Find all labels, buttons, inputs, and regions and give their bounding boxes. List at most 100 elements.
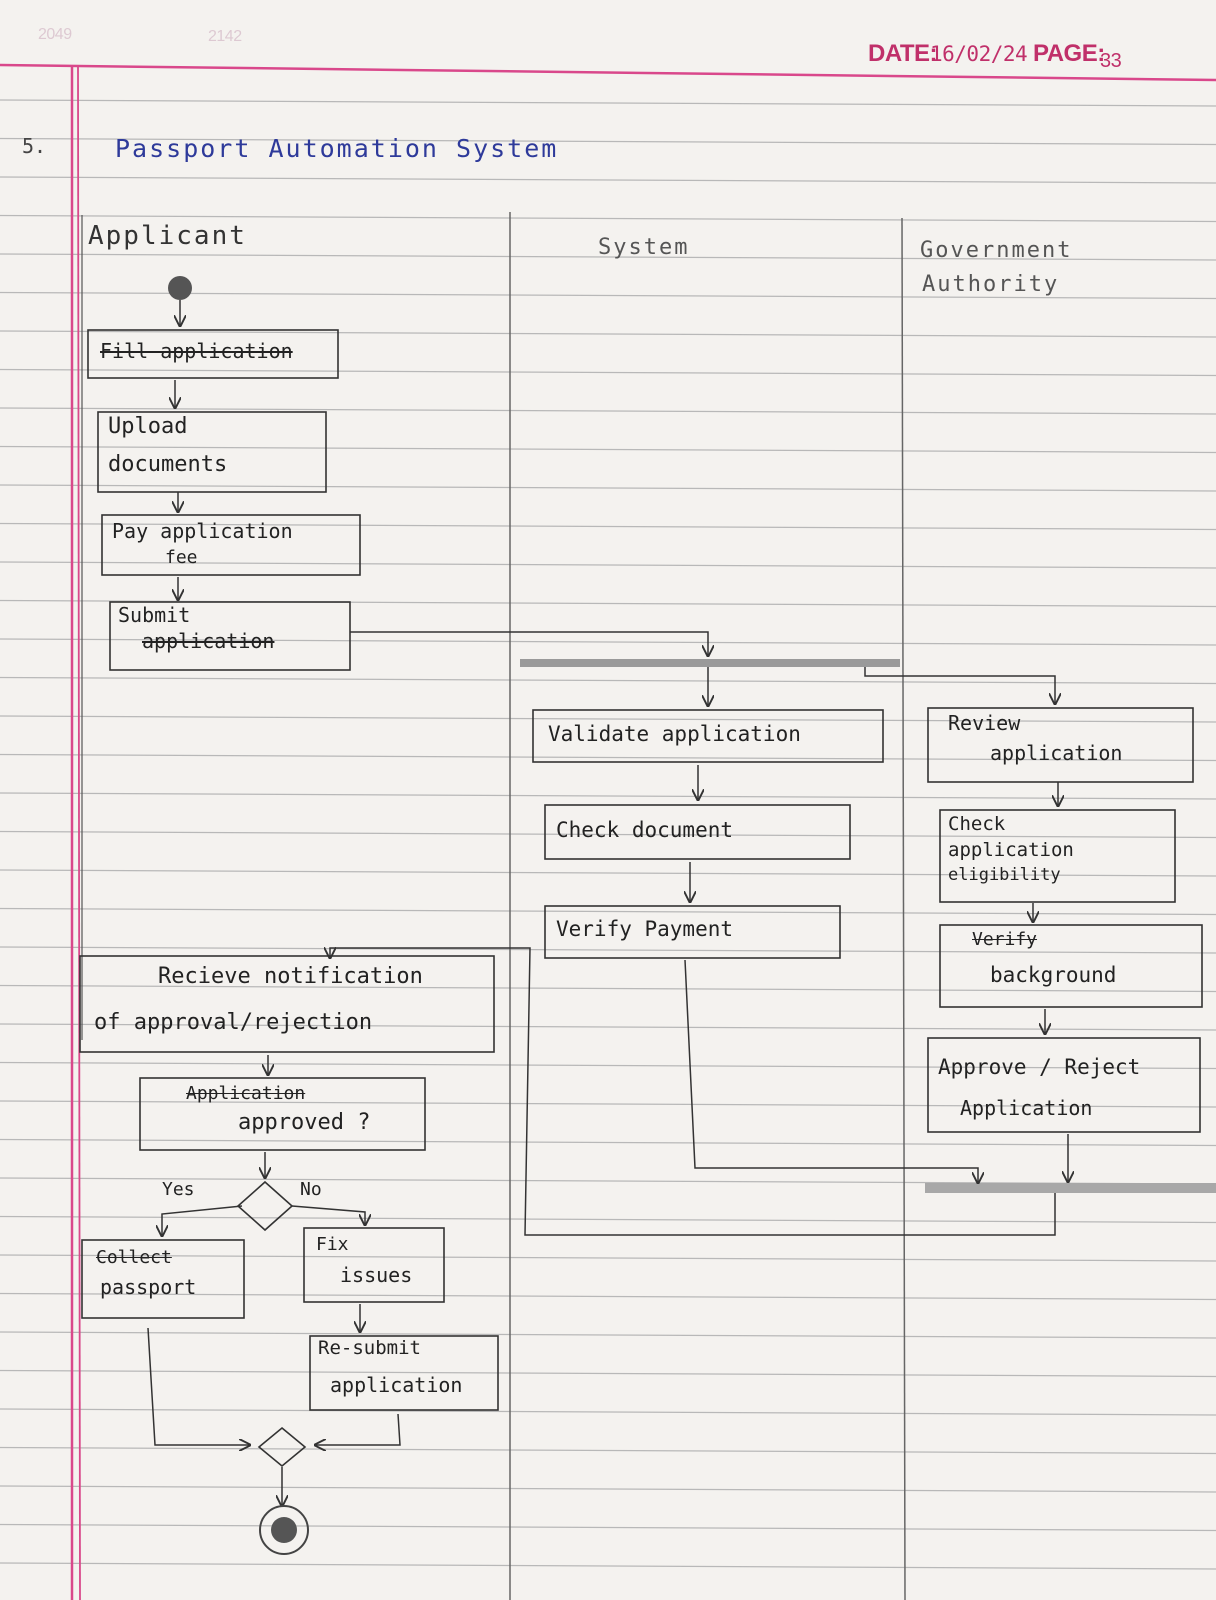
- label-collect-2: passport: [100, 1275, 197, 1299]
- label-fix-2: issues: [340, 1263, 413, 1287]
- label-upload-1: Upload: [108, 414, 188, 439]
- end-node-ring: [259, 1505, 309, 1555]
- faint-label-1: 2049: [38, 26, 72, 43]
- diagram-title: Passport Automation System: [115, 134, 559, 163]
- ruled-line: [0, 522, 1216, 531]
- arrow-verify-join: [684, 959, 978, 1183]
- label-collect-1: Collect: [96, 1247, 172, 1268]
- ruled-lines: [0, 99, 1216, 1570]
- box-collect-passport: [81, 1239, 245, 1319]
- ruled-line: [0, 792, 1216, 800]
- ruled-line: [0, 176, 1216, 184]
- ruled-line: [0, 330, 1216, 338]
- page-value: 33: [1100, 50, 1122, 72]
- ruled-line: [0, 715, 1216, 723]
- lane-government-2: Authority: [922, 272, 1060, 297]
- label-background-2: background: [990, 963, 1117, 987]
- box-verify-payment: [544, 905, 841, 959]
- box-validate-application: [532, 709, 884, 763]
- label-notification-1: Recieve notification: [158, 964, 423, 989]
- box-approve-reject: [927, 1037, 1201, 1133]
- label-approve-2: Application: [960, 1096, 1093, 1120]
- ruled-line: [0, 1369, 1216, 1378]
- ruled-line: [0, 1562, 1216, 1570]
- label-approved-2: approved ?: [238, 1110, 371, 1135]
- ruled-line: [0, 214, 1216, 223]
- lane-system: System: [598, 235, 690, 260]
- ruled-line: [0, 1254, 1216, 1262]
- label-review-2: application: [990, 741, 1123, 765]
- label-resubmit-1: Re-submit: [318, 1337, 421, 1359]
- merge-diamond: [257, 1426, 307, 1468]
- guard-no: No: [300, 1179, 322, 1200]
- ruled-line: [0, 1215, 1216, 1224]
- label-notification-2: of approval/rejection: [94, 1010, 373, 1035]
- fork-bar: [520, 659, 900, 667]
- ruled-line: [0, 830, 1216, 839]
- decision-diamond: [236, 1180, 294, 1232]
- arrow-resubmit-merge: [315, 1413, 401, 1445]
- ruled-line: [0, 1100, 1216, 1108]
- margin-line-inner: [77, 65, 81, 1600]
- ruled-line: [0, 1523, 1216, 1532]
- arrow-fork-review: [864, 667, 1055, 704]
- ruled-line: [0, 869, 1216, 877]
- label-submit-2: application: [142, 629, 275, 653]
- label-validate: Validate application: [548, 722, 801, 746]
- ruled-line: [0, 484, 1216, 492]
- box-resubmit: [309, 1335, 499, 1411]
- arrow-submit-fork: [350, 631, 708, 656]
- label-check-document: Check document: [556, 818, 734, 842]
- label-verify-payment: Verify Payment: [556, 917, 734, 941]
- box-submit-application: [109, 601, 351, 671]
- box-review-application: [927, 707, 1194, 783]
- question-number: 5.: [22, 134, 47, 158]
- lane-divider-2: [901, 217, 906, 1600]
- ruled-line: [0, 1446, 1216, 1455]
- ruled-line: [0, 638, 1216, 646]
- ruled-line: [0, 291, 1216, 300]
- date-value: 16/02/24: [930, 42, 1028, 66]
- label-fix-1: Fix: [316, 1234, 349, 1255]
- date-label: DATE:: [868, 40, 938, 67]
- label-fill-application: Fill application: [100, 339, 293, 363]
- ruled-line: [0, 368, 1216, 377]
- lane-government-1: Government: [920, 238, 1073, 263]
- box-check-document: [544, 804, 851, 860]
- ruled-line: [0, 99, 1216, 107]
- label-pay-1: Pay application: [112, 519, 293, 543]
- label-eligibility-1: Check: [948, 813, 1006, 835]
- header-rule: [0, 63, 1216, 82]
- ruled-line: [0, 1023, 1216, 1031]
- label-review-1: Review: [948, 711, 1021, 735]
- box-upload-documents: [97, 411, 327, 493]
- box-fix-issues: [303, 1227, 445, 1303]
- ruled-line: [0, 1292, 1216, 1301]
- lane-applicant: Applicant: [88, 221, 247, 251]
- ruled-line: [0, 1408, 1216, 1416]
- ruled-line: [0, 445, 1216, 454]
- ruled-line: [0, 407, 1216, 415]
- label-resubmit-2: application: [330, 1373, 463, 1397]
- box-pay-fee: [101, 514, 361, 576]
- arrow-collect-merge: [147, 1327, 250, 1445]
- ruled-line: [0, 907, 1216, 916]
- ruled-line: [0, 1061, 1216, 1070]
- box-check-eligibility: [939, 809, 1176, 903]
- ruled-line: [0, 137, 1216, 146]
- ruled-line: [0, 561, 1216, 569]
- box-fill-application: [87, 329, 339, 379]
- page-label: PAGE:: [1033, 40, 1105, 67]
- label-upload-2: documents: [108, 452, 228, 477]
- arrow-decision-yes: [162, 1205, 243, 1236]
- label-eligibility-3: eligibility: [948, 865, 1061, 885]
- ruled-line: [0, 1331, 1216, 1339]
- label-background-1: Verify: [972, 929, 1038, 950]
- arrow-decision-no: [291, 1205, 365, 1225]
- box-verify-background: [939, 924, 1203, 1008]
- arrow-join-notification: [330, 948, 1056, 1236]
- ruled-line: [0, 676, 1216, 685]
- label-submit-1: Submit: [118, 603, 191, 627]
- ruled-line: [0, 1138, 1216, 1147]
